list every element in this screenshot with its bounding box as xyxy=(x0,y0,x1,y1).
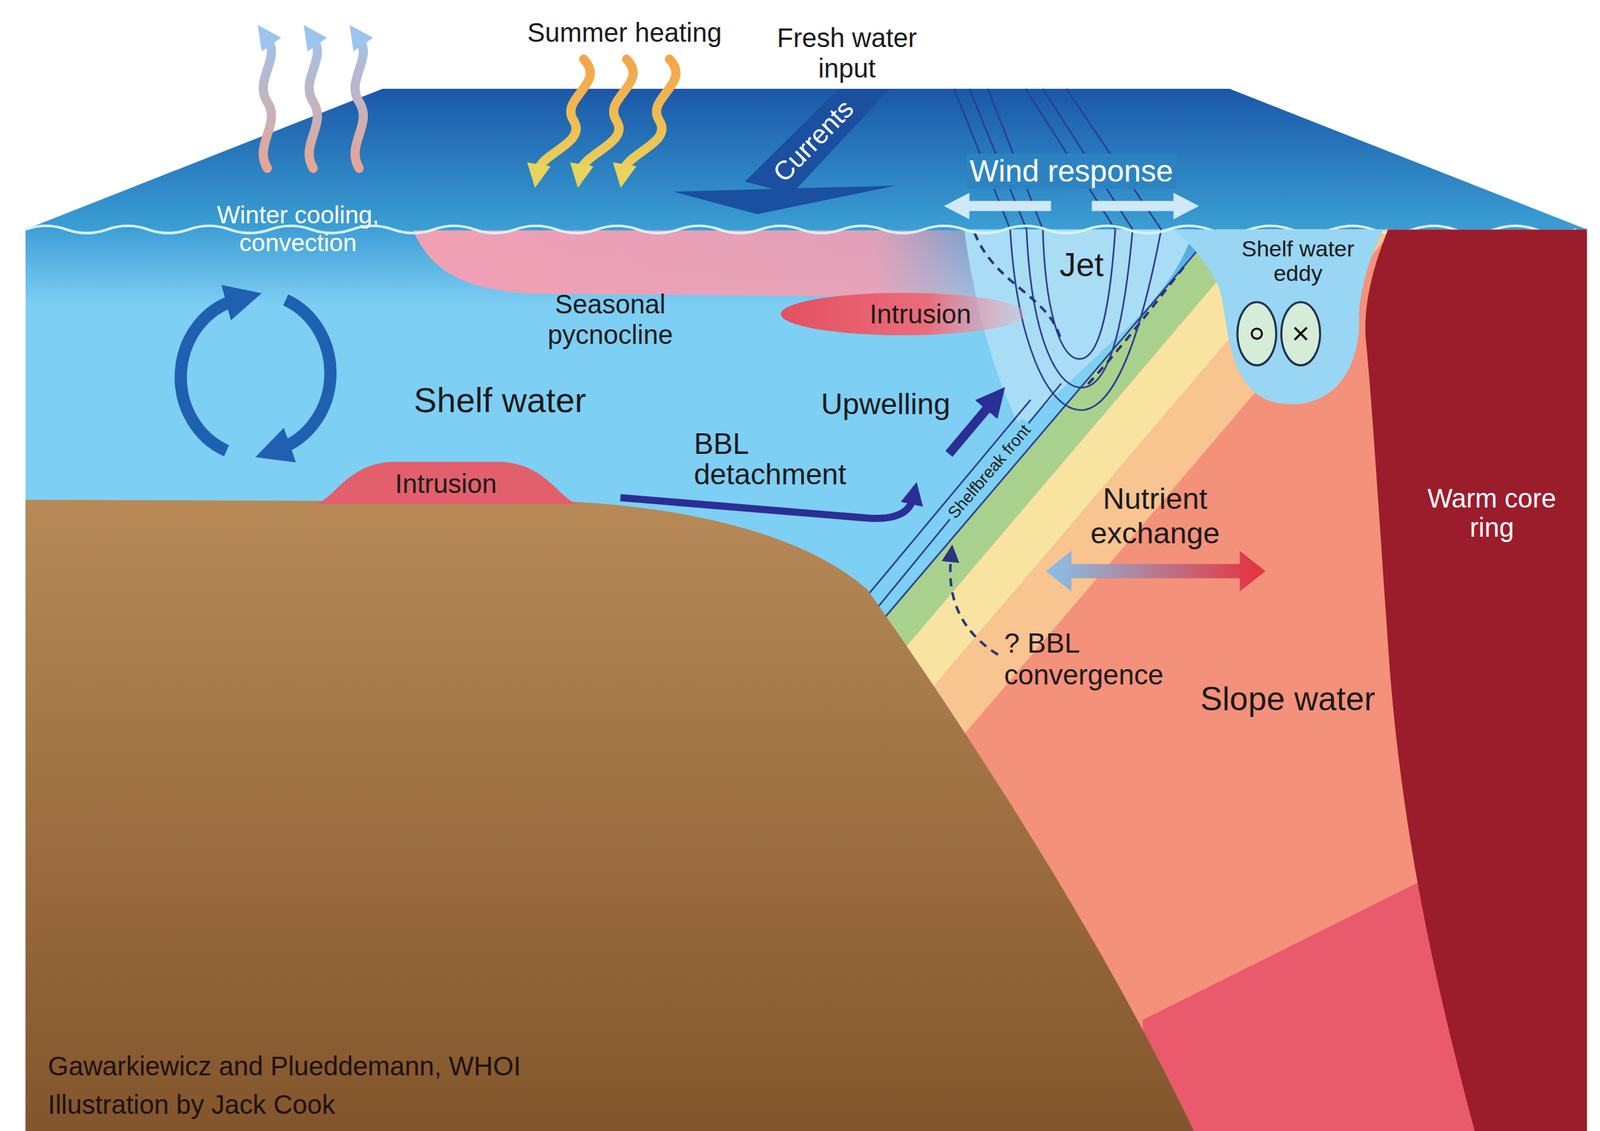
eddy-cell xyxy=(1281,302,1321,366)
heat-loss-arrow xyxy=(263,38,272,168)
seasonal-pycnocline-band xyxy=(413,230,1031,299)
front-line xyxy=(853,383,1062,638)
front-label: Shelfbreak front xyxy=(941,418,1036,525)
intrusion-mound-outline xyxy=(311,461,582,505)
shelf-water-body xyxy=(25,228,1587,1131)
nutrient-exchange-arrow xyxy=(1045,550,1266,592)
water-mass-label: Slope water xyxy=(1200,680,1376,720)
out-of-page-symbol xyxy=(1252,328,1262,339)
credit-text: Gawarkiewicz and Plueddemann, WHOI xyxy=(47,1051,521,1082)
current-label-holder: Currents xyxy=(766,93,860,188)
forcing-label: Fresh water input xyxy=(764,22,930,84)
front-label-holder: Shelfbreak front xyxy=(941,418,1036,525)
process-label-holder: Upwelling xyxy=(821,387,951,422)
heat-loss-arrow xyxy=(308,38,317,168)
jet-contours xyxy=(836,88,1215,638)
water-mass-label: Seasonal pycnocline xyxy=(530,288,690,350)
current-label: Currents xyxy=(766,93,860,188)
warm-core-ring: Warm core ring xyxy=(1357,226,1589,1131)
node-label: Intrusion xyxy=(869,299,972,329)
upwelling-arrow xyxy=(949,402,993,455)
into-page-symbol xyxy=(1295,327,1308,340)
winter-cooling-arrows xyxy=(263,38,364,168)
forcing-label: Winter cooling, convection xyxy=(192,201,405,258)
wind-arrow xyxy=(943,192,1052,220)
current-arrow-head xyxy=(673,185,897,215)
bbl-detachment-arrow xyxy=(620,497,914,519)
water-mass-label-holder: Shelf water xyxy=(413,381,586,421)
credit-text: Illustration by Jack Cook xyxy=(47,1089,336,1121)
forcing-label-holder: Fresh water input xyxy=(764,22,930,84)
bbl-convergence-arrow xyxy=(950,556,999,655)
water-mass-label-holder: Slope water xyxy=(1200,680,1376,720)
eddy-cell xyxy=(1237,302,1277,366)
heat-loss-arrow xyxy=(355,38,364,168)
water-mass-label: Jet xyxy=(1059,246,1105,286)
convection-arrow xyxy=(279,300,331,450)
heat-gain-arrow xyxy=(580,58,633,172)
convection-arrow xyxy=(180,300,237,452)
process-label: BBL detachment xyxy=(693,428,873,490)
warm-core-ring-shape xyxy=(1357,226,1589,1131)
process-label-holder: Nutrient exchange xyxy=(1075,481,1235,551)
forcing-label: Wind response xyxy=(966,153,1177,189)
shelf-water-eddy: Shelf water eddy xyxy=(1173,226,1384,411)
node-label: Intrusion xyxy=(395,469,497,499)
shelf-water-eddy-outline xyxy=(1173,229,1384,405)
process-label: Upwelling xyxy=(821,387,951,422)
water-mass-label-holder: Seasonal pycnocline xyxy=(530,288,690,350)
process-label-holder: ? BBL convergence xyxy=(1004,627,1184,692)
current-arrow-shaft xyxy=(744,88,891,195)
water-mass-label: Shelf water xyxy=(413,381,586,421)
heat-gain-arrow xyxy=(537,58,590,172)
credit-text-holder: Illustration by Jack Cook xyxy=(47,1089,336,1121)
summer-heating-arrows xyxy=(537,58,677,172)
process-label: ? BBL convergence xyxy=(1004,627,1184,692)
process-label-holder: BBL detachment xyxy=(693,428,873,490)
forcing-label-holder: Summer heating xyxy=(526,17,722,48)
credit-text-holder: Gawarkiewicz and Plueddemann, WHOI xyxy=(47,1051,521,1082)
wind-arrow xyxy=(1091,192,1200,220)
jet-core xyxy=(964,229,1194,429)
continental-shelf-seabed xyxy=(25,499,1194,1131)
intrusion-mound: Intrusion xyxy=(311,459,582,505)
node-label: Warm core ring xyxy=(1415,483,1569,543)
intrusion-lens: Intrusion xyxy=(780,292,1026,336)
forcing-label-holder: Wind response xyxy=(966,153,1177,189)
process-label: Nutrient exchange xyxy=(1075,481,1235,551)
intrusion-ellipse xyxy=(780,292,1026,336)
forcing-label-holder: Winter cooling, convection xyxy=(192,201,405,258)
dashed-boundary xyxy=(1086,267,1184,386)
contour-line xyxy=(1042,229,1115,359)
water-mass-label-holder: Jet xyxy=(1059,246,1105,286)
heat-gain-arrow xyxy=(623,58,677,172)
node-label: Shelf water eddy xyxy=(1226,236,1370,287)
forcing-label: Summer heating xyxy=(526,17,722,48)
warm-core-ring-outline xyxy=(1365,229,1587,1131)
